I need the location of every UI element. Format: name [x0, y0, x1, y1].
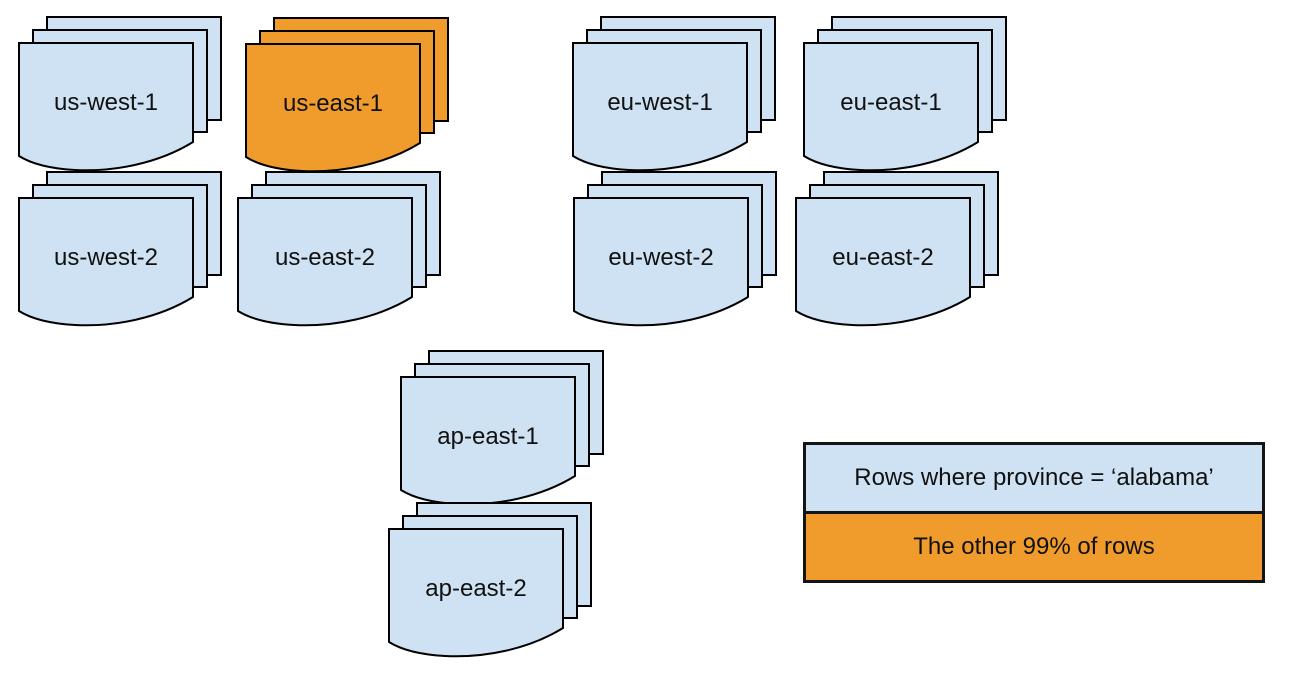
legend-item-alabama-rows: Rows where province = ‘alabama’	[806, 445, 1262, 511]
region-stack-ap-east-1: ap-east-1	[400, 350, 605, 508]
region-label: us-west-1	[53, 89, 159, 116]
region-label: us-west-2	[53, 244, 159, 271]
region-label: us-east-1	[282, 90, 384, 117]
region-stack-us-east-2: us-east-2	[237, 171, 442, 329]
region-label: ap-east-1	[437, 423, 539, 450]
legend: Rows where province = ‘alabama’ The othe…	[803, 442, 1265, 583]
region-label: us-east-2	[274, 244, 376, 271]
region-stack-eu-east-2: eu-east-2	[795, 171, 1000, 329]
region-stack-us-west-2: us-west-2	[18, 171, 223, 329]
region-label: ap-east-2	[425, 575, 527, 602]
region-stack-eu-east-1: eu-east-1	[803, 16, 1008, 174]
region-label: eu-east-1	[840, 89, 942, 116]
region-stack-eu-west-2: eu-west-2	[573, 171, 778, 329]
region-label: eu-west-2	[608, 244, 714, 271]
legend-item-label: The other 99% of rows	[913, 533, 1155, 560]
region-stack-ap-east-2: ap-east-2	[388, 502, 593, 660]
region-stack-us-east-1: us-east-1	[245, 17, 450, 175]
region-label: eu-east-2	[832, 244, 934, 271]
region-stack-us-west-1: us-west-1	[18, 16, 223, 174]
region-label: eu-west-1	[607, 89, 713, 116]
legend-item-other-rows: The other 99% of rows	[806, 511, 1262, 580]
region-stack-eu-west-1: eu-west-1	[572, 16, 777, 174]
legend-item-label: Rows where province = ‘alabama’	[854, 464, 1214, 491]
